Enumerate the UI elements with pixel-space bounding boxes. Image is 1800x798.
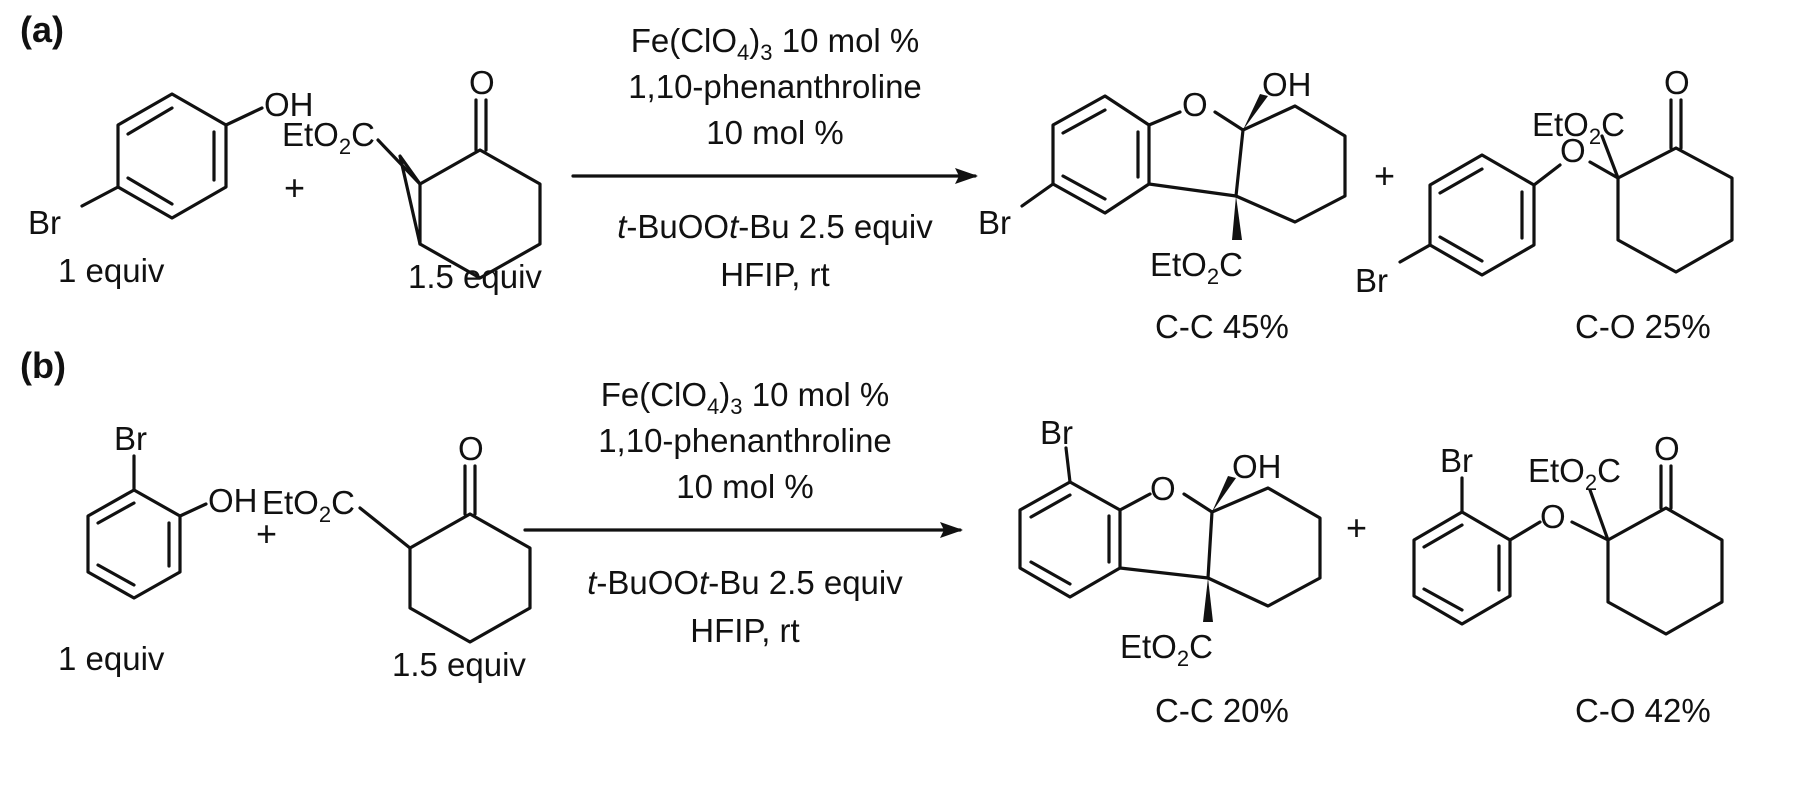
keto-oxygen: O — [1654, 430, 1680, 467]
bromo-label: Br — [1440, 442, 1473, 479]
solvent-text: HFIP, rt — [720, 256, 829, 293]
keto-oxygen: O — [469, 64, 495, 101]
ligand-text: 1,10-phenanthroline — [628, 68, 922, 105]
hydroxyl-label: OH — [1262, 66, 1312, 103]
co-yield: C-O 42% — [1575, 692, 1711, 729]
ether-oxygen: O — [1560, 132, 1586, 169]
plus-sign: + — [1346, 507, 1367, 548]
ether-oxygen: O — [1540, 498, 1566, 535]
oxidant-text: t-BuOOt-Bu 2.5 equiv — [617, 208, 933, 245]
ester-label: EtO2C — [1528, 452, 1621, 495]
ketoester-equiv: 1.5 equiv — [408, 258, 542, 295]
hydroxyl-label: OH — [264, 86, 314, 123]
ring-oxygen: O — [1150, 470, 1176, 507]
solvent-text: HFIP, rt — [690, 612, 799, 649]
keto-oxygen: O — [1664, 64, 1690, 101]
bromo-label: Br — [978, 204, 1011, 241]
product-cc-b: Br O OH EtO2C C-C 20% — [1018, 414, 1322, 729]
catalyst-text: Fe(ClO4)3 10 mol % — [631, 22, 920, 65]
ligand-text: 1,10-phenanthroline — [598, 422, 892, 459]
phenol-equiv: 1 equiv — [58, 640, 165, 677]
ring-oxygen: O — [1182, 86, 1208, 123]
bromo-label: Br — [1355, 262, 1388, 299]
ester-label: EtO2C — [262, 484, 355, 527]
panel-a-label: (a) — [20, 9, 64, 50]
ketoester-equiv: 1.5 equiv — [392, 646, 526, 683]
reaction-arrow-a: Fe(ClO4)3 10 mol % 1,10-phenanthroline 1… — [571, 22, 978, 293]
reactant-2-bromophenol: Br OH 1 equiv — [58, 420, 258, 677]
hydroxyl-label: OH — [1232, 448, 1282, 485]
cc-yield: C-C 20% — [1155, 692, 1289, 729]
hydroxyl-label: OH — [208, 482, 258, 519]
bromo-label: Br — [28, 204, 61, 241]
bromo-label: Br — [114, 420, 147, 457]
ester-label: EtO2C — [1120, 628, 1213, 671]
panel-b-label: (b) — [20, 345, 66, 386]
oxidant-text: t-BuOOt-Bu 2.5 equiv — [587, 564, 903, 601]
reactant-ketoester: EtO2C O 1.5 equiv — [282, 64, 542, 295]
product-cc-a: O Br OH EtO2C C-C 45% — [978, 66, 1347, 345]
ligand-loading-text: 10 mol % — [706, 114, 844, 151]
bromo-label: Br — [1040, 414, 1073, 451]
plus-sign: + — [256, 513, 277, 554]
product-co-a: Br O EtO2C O C-O 25% — [1355, 64, 1734, 345]
plus-sign: + — [284, 167, 305, 208]
plus-sign: + — [1374, 155, 1395, 196]
ligand-loading-text: 10 mol % — [676, 468, 814, 505]
catalyst-text: Fe(ClO4)3 10 mol % — [601, 376, 890, 419]
panel-b: (b) Br OH 1 equiv + EtO2C O 1.5 equiv — [20, 345, 1724, 729]
ester-label: EtO2C — [1532, 106, 1625, 149]
ester-label: EtO2C — [282, 116, 375, 159]
reactant-4-bromophenol: OH Br 1 equiv — [28, 86, 314, 289]
co-yield: C-O 25% — [1575, 308, 1711, 345]
phenol-equiv: 1 equiv — [58, 252, 165, 289]
cc-yield: C-C 45% — [1155, 308, 1289, 345]
reaction-arrow-b: Fe(ClO4)3 10 mol % 1,10-phenanthroline 1… — [523, 376, 963, 649]
panel-a: (a) OH Br 1 equiv + EtO2C O 1.5 equiv — [20, 9, 1734, 345]
reactant-ketoester: EtO2C O 1.5 equiv — [262, 430, 532, 683]
ester-label: EtO2C — [1150, 246, 1243, 289]
keto-oxygen: O — [458, 430, 484, 467]
product-co-b: Br O EtO2C O C-O 42% — [1412, 430, 1724, 729]
